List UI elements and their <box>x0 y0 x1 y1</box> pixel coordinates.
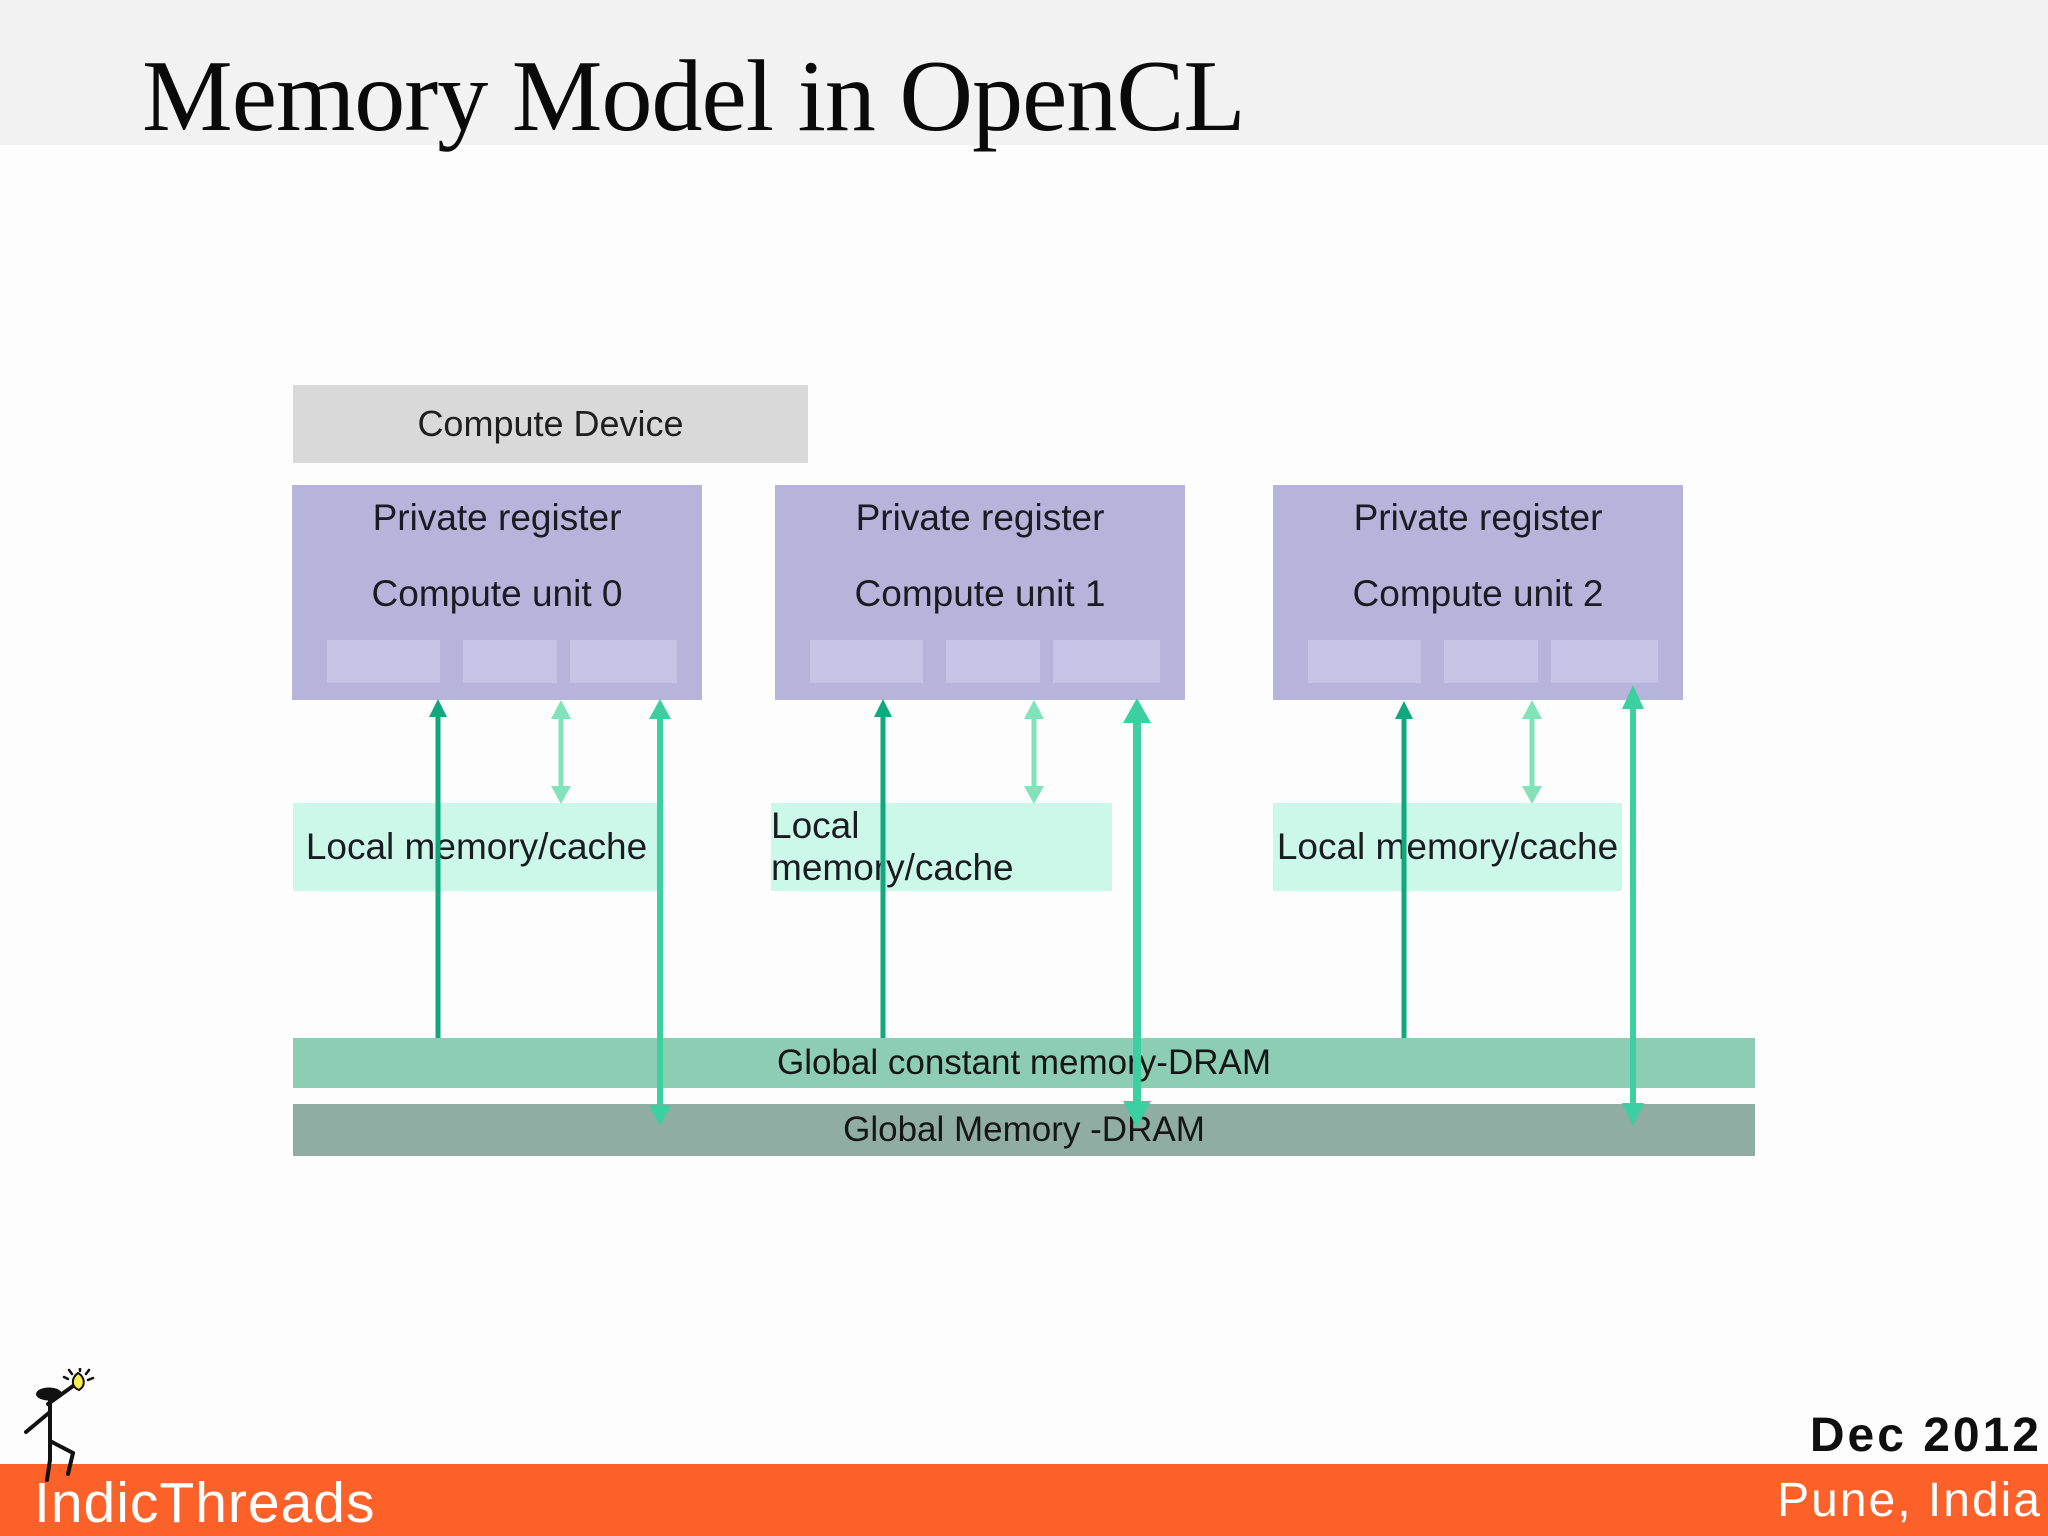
global-memory-band: Global Memory -DRAM <box>293 1104 1755 1156</box>
compute-unit-label: Compute unit 0 <box>371 573 623 614</box>
stickman-right-shin <box>66 1451 75 1476</box>
compute-device-label: Compute Device <box>417 403 684 444</box>
stickman-lower-arm <box>24 1410 52 1434</box>
arrow-unit0-local-readwrite <box>551 700 571 804</box>
stickman-head <box>36 1387 62 1401</box>
stickman-left-leg <box>45 1458 52 1482</box>
stickman-right-leg <box>48 1439 75 1455</box>
compute-unit-0-box: Private register Compute unit 0 <box>292 485 702 700</box>
processing-element-block <box>570 640 677 683</box>
local-memory-label: Local memory/cache <box>771 805 1014 888</box>
processing-element-block <box>1053 640 1160 683</box>
global-constant-memory-label: Global constant memory-DRAM <box>776 1043 1272 1082</box>
private-register-label: Private register <box>855 497 1105 538</box>
private-register-label: Private register <box>372 497 622 538</box>
compute-device-box: Compute Device <box>293 385 808 463</box>
arrow-unit2-local-readwrite <box>1522 700 1542 804</box>
bulb-icon <box>71 1371 85 1392</box>
global-constant-memory-band: Global constant memory-DRAM <box>293 1038 1755 1088</box>
local-memory-2-box: Local memory/cache <box>1273 803 1622 891</box>
local-memory-label: Local memory/cache <box>1276 826 1619 867</box>
processing-element-block <box>327 640 440 683</box>
bulb-sparks <box>62 1368 95 1382</box>
processing-element-block <box>1444 640 1538 683</box>
title-band <box>0 0 2048 145</box>
global-memory-label: Global Memory -DRAM <box>843 1110 1205 1149</box>
local-memory-label: Local memory/cache <box>305 826 648 867</box>
local-memory-0-box: Local memory/cache <box>293 803 660 891</box>
compute-unit-2-box: Private register Compute unit 2 <box>1273 485 1683 700</box>
brand-logo-text: IndicThreads <box>34 1471 376 1535</box>
arrow-unit1-local-readwrite <box>1024 700 1044 804</box>
page-title: Memory Model in OpenCL <box>142 40 1246 153</box>
processing-element-block <box>810 640 923 683</box>
local-memory-1-box: Local memory/cache <box>771 803 1112 891</box>
compute-unit-label: Compute unit 1 <box>854 573 1106 614</box>
processing-element-block <box>463 640 557 683</box>
processing-element-block <box>1308 640 1421 683</box>
processing-element-block <box>946 640 1040 683</box>
processing-element-block <box>1551 640 1658 683</box>
footer-band <box>0 1464 2048 1536</box>
private-register-label: Private register <box>1353 497 1603 538</box>
compute-unit-1-box: Private register Compute unit 1 <box>775 485 1185 700</box>
footer-location: Pune, India <box>1777 1474 2042 1527</box>
stickman-bulb-logo <box>24 1368 95 1482</box>
compute-unit-label: Compute unit 2 <box>1352 573 1604 614</box>
footer-date: Dec 2012 <box>1809 1409 2042 1462</box>
